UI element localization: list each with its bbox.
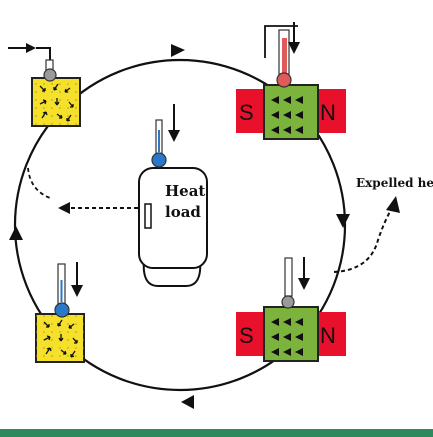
demagnetized-block-bottom — [35, 262, 85, 363]
magnet-north-label-bottom: N — [320, 323, 336, 348]
magnetized-block-bottom: S N — [236, 257, 346, 362]
magnet-south-label-bottom: S — [239, 323, 254, 348]
neutral-probe-icon-right — [281, 295, 295, 309]
heat-transfer-arrow-left — [27, 167, 138, 214]
magnet-icon — [318, 312, 346, 356]
flow-arrow-icon — [171, 44, 185, 57]
cold-probe-icon-bottom — [54, 302, 70, 318]
magnet-icon — [236, 312, 264, 356]
magnet-icon — [318, 89, 346, 133]
flow-arrow-icon — [336, 214, 350, 228]
flow-arrow-icon — [9, 226, 23, 240]
inflow-arrow — [8, 43, 51, 70]
cold-probe-icon — [151, 152, 167, 168]
cycle-path — [13, 58, 347, 392]
flow-arrow-icon — [181, 395, 194, 409]
magnet-icon — [236, 89, 264, 133]
magnet-north-label: N — [320, 100, 336, 125]
heat-load-label-line1: Heat — [165, 182, 205, 200]
expelled-heat-arrow — [333, 196, 400, 273]
magnet-south-label: S — [239, 100, 254, 125]
expelled-heat-label: Expelled heat — [356, 176, 433, 190]
hot-probe-icon — [276, 72, 292, 88]
heat-load-label-line2: load — [165, 203, 201, 221]
neutral-probe-icon — [43, 68, 57, 82]
heat-load-tank-icon: Heat load — [138, 104, 208, 287]
demagnetized-block-top — [31, 59, 81, 127]
bottom-band — [0, 429, 433, 437]
magnetized-block-top: S N — [236, 22, 346, 140]
cycle-direction-arrows — [9, 44, 350, 409]
